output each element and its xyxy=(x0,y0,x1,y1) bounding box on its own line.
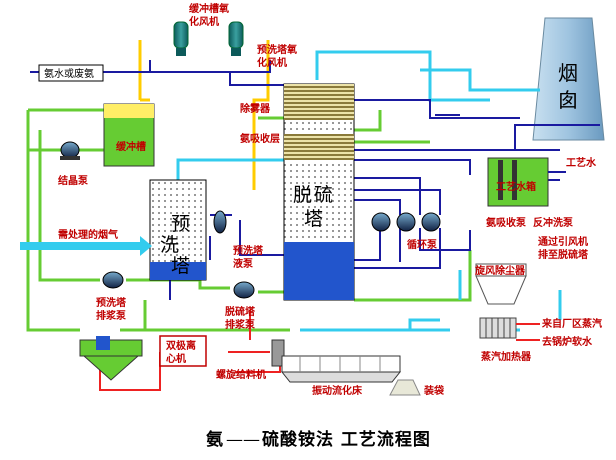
crystal-pump-label: 结晶泵 xyxy=(58,174,89,187)
prewash-discharge-pump: 预洗塔 排浆泵 xyxy=(96,271,127,322)
process-water-label: 工艺水 xyxy=(566,156,597,169)
desulf-tower-label-3: 塔 xyxy=(304,208,323,230)
to-boiler-fan-label-1: 通过引风机 xyxy=(538,235,588,248)
prewash-slurry-pump-label-2: 液泵 xyxy=(233,257,254,270)
circulation-pumps: 循环泵 xyxy=(371,212,441,251)
prewash-discharge-label-2: 排浆泵 xyxy=(96,309,127,322)
screw-feeder-label: 螺旋给料机 xyxy=(216,368,266,381)
desulf-discharge-label-1: 脱硫塔 xyxy=(225,305,256,318)
desulf-tower-label-1: 脱 xyxy=(293,184,312,206)
prewash-slurry-pump: 预洗塔 液泵 xyxy=(213,210,264,270)
steam-heater: 来自厂区蒸汽 去锅炉软水 蒸汽加热器 xyxy=(479,317,602,363)
buffer-fan-label-2: 化风机 xyxy=(189,15,219,28)
prewash-fan-label-2: 化风机 xyxy=(257,56,287,69)
hydrocyclone-assembly xyxy=(79,336,143,381)
absorb-layer-label: 氨吸收层 xyxy=(240,132,280,145)
flue-gas-label: 需处理的烟气 xyxy=(58,228,118,241)
steam-in-label: 来自厂区蒸汽 xyxy=(541,317,602,330)
caption-left: 氨 xyxy=(206,429,224,450)
centrifuge-label-2: 心机 xyxy=(166,352,186,365)
flue-gas-inlet: 需处理的烟气 xyxy=(20,228,152,256)
ammonia-input-label: 氨水或废氨 xyxy=(44,67,94,80)
caption-dash: —— xyxy=(226,430,260,450)
prewash-slurry-pump-label-1: 预洗塔 xyxy=(233,244,264,257)
vibrating-fluid-bed: 振动流化床 xyxy=(280,355,402,397)
prewash-tower: 预 洗 塔 xyxy=(149,179,207,281)
circ-pump-label: 循环泵 xyxy=(407,238,438,251)
process-water-tank: 工艺水箱 工艺水 氨吸收泵 反冲洗泵 xyxy=(486,156,597,229)
buffer-oxidation-fan: 缓冲槽氧 化风机 xyxy=(173,2,229,56)
crystal-pump: 结晶泵 xyxy=(58,141,89,187)
steam-heater-label: 蒸汽加热器 xyxy=(481,350,532,363)
cyclone-separator: 旋风除尘器 通过引风机 排至脱硫塔 xyxy=(474,235,589,305)
yellow-pipes xyxy=(138,40,270,202)
centrifuge: 双极离 心机 xyxy=(159,335,207,367)
chimney-label-top: 烟 xyxy=(558,61,578,85)
chimney-label-bottom: 囱 xyxy=(558,88,578,112)
prewash-discharge-label-1: 预洗塔 xyxy=(96,296,127,309)
desulf-discharge-pump: 脱硫塔 排浆泵 xyxy=(225,281,256,331)
desulf-tower-label-2: 硫 xyxy=(314,184,333,206)
demister-label: 除雾器 xyxy=(240,102,271,115)
to-boiler-water-label: 去锅炉软水 xyxy=(542,335,593,348)
process-water-tank-label: 工艺水箱 xyxy=(496,180,536,193)
caption: 氨 —— 硫酸铵法 工艺流程图 xyxy=(206,429,431,450)
prewash-tower-label-1: 预 xyxy=(171,213,190,235)
cyclone-label: 旋风除尘器 xyxy=(474,264,526,277)
prewash-oxidation-fan: 预洗塔氧 化风机 xyxy=(228,21,297,69)
buffer-tank-label: 缓冲槽 xyxy=(115,140,146,153)
buffer-fan-label-1: 缓冲槽氧 xyxy=(188,2,229,15)
prewash-tower-label-3: 塔 xyxy=(171,255,190,277)
prewash-tower-label-2: 洗 xyxy=(160,234,179,256)
caption-right: 硫酸铵法 工艺流程图 xyxy=(262,429,431,450)
ammonia-input-box: 氨水或废氨 xyxy=(38,64,104,82)
bagging-label: 装袋 xyxy=(423,384,445,397)
centrifuge-label-1: 双极离 xyxy=(166,339,196,352)
prewash-fan-label-1: 预洗塔氧 xyxy=(257,43,297,56)
ammonia-pump-label: 氨吸收泵 xyxy=(486,216,527,229)
desulf-discharge-label-2: 排浆泵 xyxy=(225,318,256,331)
fluid-bed-label: 振动流化床 xyxy=(312,384,363,397)
flush-pump-label: 反冲洗泵 xyxy=(533,216,574,229)
bagging-pile: 装袋 xyxy=(389,379,445,397)
screw-feeder: 螺旋给料机 xyxy=(216,339,285,381)
desulfurization-tower: 脱 硫 塔 xyxy=(283,83,355,301)
green-pipes xyxy=(26,108,472,332)
to-boiler-fan-label-2: 排至脱硫塔 xyxy=(538,248,589,261)
chimney: 烟 囱 xyxy=(532,17,605,141)
buffer-tank: 缓冲槽 xyxy=(103,103,155,167)
